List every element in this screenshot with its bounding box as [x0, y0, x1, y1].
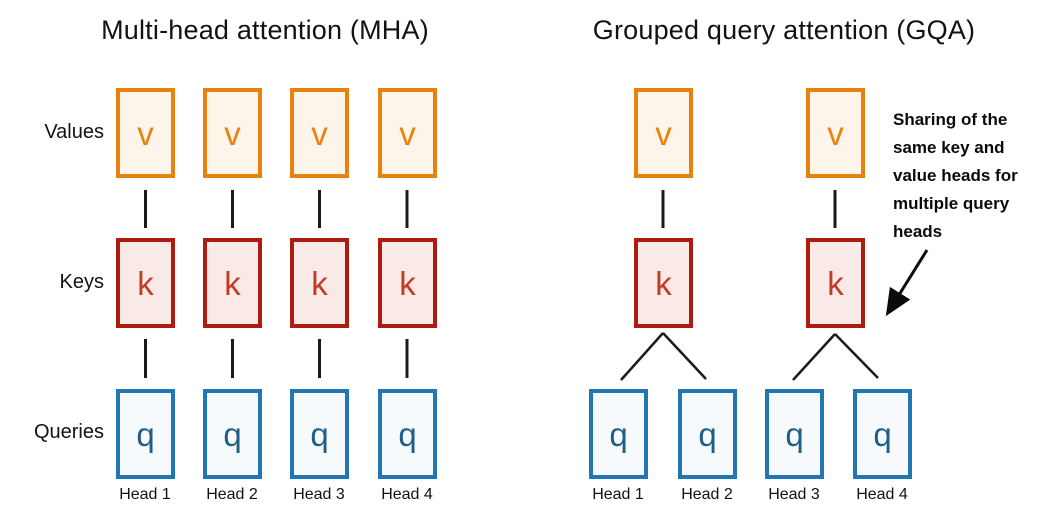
query-letter: q: [785, 415, 804, 453]
row-label-queries: Queries: [33, 421, 104, 443]
annotation-line: multiple query: [893, 194, 1010, 213]
key-letter: k: [137, 264, 154, 302]
query-letter: q: [873, 415, 892, 453]
mha-head-label-2: Head 2: [206, 486, 258, 503]
branch-line: [792, 333, 836, 381]
key-letter: k: [655, 264, 672, 302]
gqa-head-label-1: Head 1: [592, 486, 644, 503]
key-letter: k: [827, 264, 844, 302]
mha-query-box-3: q: [290, 389, 349, 479]
mha-value-box-2: v: [203, 88, 262, 178]
query-letter: q: [136, 415, 155, 453]
gqa-query-box-3: q: [765, 389, 824, 479]
branch-line: [620, 332, 664, 381]
value-letter: v: [399, 114, 416, 152]
gqa-value-box-1: v: [634, 88, 693, 178]
mha-key-box-3: k: [290, 238, 349, 328]
mha-value-box-3: v: [290, 88, 349, 178]
mha-head-label-3: Head 3: [293, 486, 345, 503]
query-letter: q: [310, 415, 329, 453]
annotation-line: same key and: [893, 138, 1005, 157]
gqa-value-box-2: v: [806, 88, 865, 178]
value-letter: v: [311, 114, 328, 152]
key-letter: k: [224, 264, 241, 302]
query-letter: q: [223, 415, 242, 453]
mha-key-box-4: k: [378, 238, 437, 328]
gqa-head-label-2: Head 2: [681, 486, 733, 503]
query-letter: q: [609, 415, 628, 453]
gqa-query-box-4: q: [853, 389, 912, 479]
annotation-arrow: [885, 249, 929, 317]
query-letter: q: [398, 415, 417, 453]
mha-head-label-1: Head 1: [119, 486, 171, 503]
mha-key-box-2: k: [203, 238, 262, 328]
sharing-annotation: Sharing of the same key and value heads …: [893, 106, 1035, 246]
row-label-keys: Keys: [59, 271, 104, 293]
gqa-title: Grouped query attention (GQA): [592, 15, 976, 45]
mha-title: Multi-head attention (MHA): [101, 15, 429, 45]
mha-query-box-2: q: [203, 389, 262, 479]
mha-value-box-4: v: [378, 88, 437, 178]
gqa-head-label-4: Head 4: [856, 486, 908, 503]
mha-key-box-1: k: [116, 238, 175, 328]
mha-query-box-4: q: [378, 389, 437, 479]
query-letter: q: [698, 415, 717, 453]
value-letter: v: [827, 114, 844, 152]
annotation-line: value heads for: [893, 166, 1018, 185]
branch-line: [662, 332, 707, 380]
mha-value-box-1: v: [116, 88, 175, 178]
key-letter: k: [399, 264, 416, 302]
gqa-key-box-2: k: [806, 238, 865, 328]
value-letter: v: [137, 114, 154, 152]
value-letter: v: [224, 114, 241, 152]
value-letter: v: [655, 114, 672, 152]
gqa-head-label-3: Head 3: [768, 486, 820, 503]
row-label-values: Values: [44, 121, 104, 143]
branch-line: [834, 333, 879, 379]
key-letter: k: [311, 264, 328, 302]
annotation-line: Sharing of the: [893, 110, 1008, 129]
mha-query-box-1: q: [116, 389, 175, 479]
mha-head-label-4: Head 4: [381, 486, 433, 503]
gqa-query-box-2: q: [678, 389, 737, 479]
annotation-line: heads: [893, 222, 943, 241]
gqa-query-box-1: q: [589, 389, 648, 479]
gqa-key-box-1: k: [634, 238, 693, 328]
